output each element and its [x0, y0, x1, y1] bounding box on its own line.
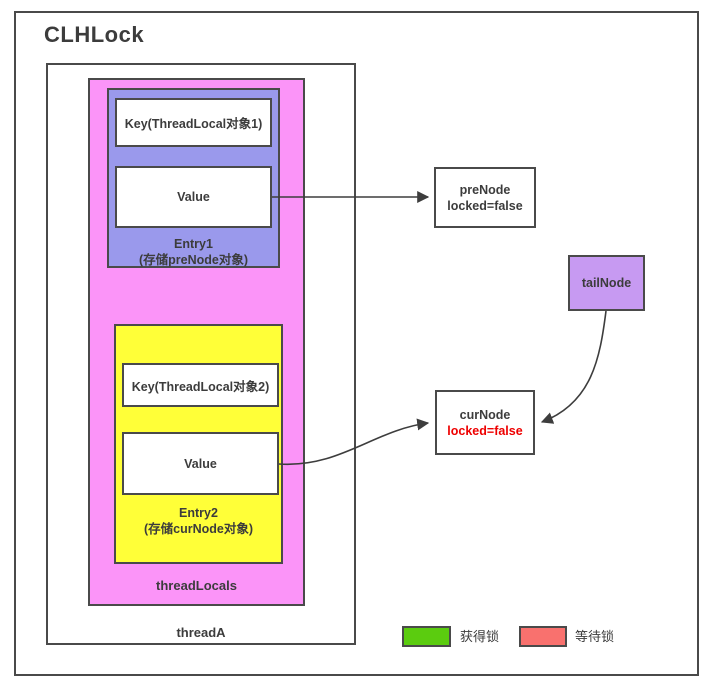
- entry1-key-box: Key(ThreadLocal对象1): [115, 98, 272, 147]
- entry2-caption: Entry2 (存储curNode对象): [114, 505, 283, 537]
- legend-waiting-lock-label: 等待锁: [575, 629, 615, 644]
- diagram-outer-frame: [14, 11, 699, 676]
- pre-node-locked-state: locked=false: [447, 198, 523, 213]
- entry1-value-box: Value: [115, 166, 272, 228]
- cur-node-name: curNode: [459, 407, 511, 422]
- entry2-caption-line2: (存储curNode对象): [143, 522, 254, 536]
- entry2-value-box: Value: [122, 432, 279, 495]
- entry1-caption-line2: (存储preNode对象): [138, 253, 249, 267]
- entry1-caption: Entry1 (存储preNode对象): [107, 236, 280, 268]
- entry2-key-box: Key(ThreadLocal对象2): [122, 363, 279, 407]
- cur-node-locked-state: locked=false: [447, 423, 523, 438]
- pre-node-box: preNode locked=false: [434, 167, 536, 228]
- diagram-title: CLHLock: [44, 22, 145, 47]
- entry2-caption-line1: Entry2: [179, 506, 218, 520]
- legend-waiting-lock-swatch: [519, 626, 567, 647]
- legend-acquired-lock-label: 获得锁: [460, 629, 500, 644]
- cur-node-box: curNode locked=false: [435, 390, 535, 455]
- pre-node-name: preNode: [459, 182, 511, 197]
- legend-acquired-lock-swatch: [402, 626, 451, 647]
- thread-a-label: threadA: [176, 625, 226, 640]
- tail-node-box: tailNode: [568, 255, 645, 311]
- thread-locals-label: threadLocals: [156, 578, 237, 593]
- entry1-caption-line1: Entry1: [174, 237, 213, 251]
- tail-node-name: tailNode: [581, 276, 632, 290]
